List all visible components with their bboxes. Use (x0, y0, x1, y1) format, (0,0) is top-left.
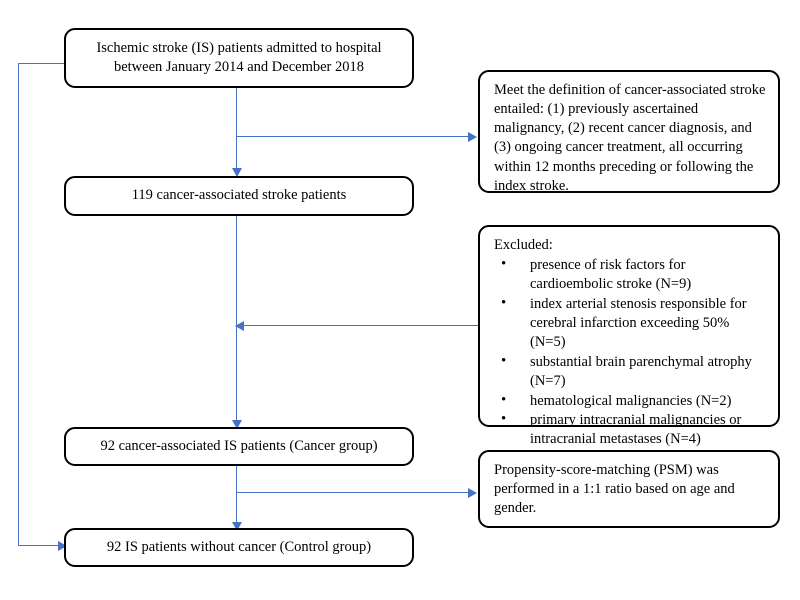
box-cohort-source[interactable]: Ischemic stroke (IS) patients admitted t… (64, 28, 414, 88)
excluded-list: presence of risk factors for cardioembol… (494, 255, 766, 449)
connector-loop-side (18, 63, 19, 545)
excluded-item: substantial brain parenchymal atrophy (N… (494, 352, 766, 391)
connector-to-psm (236, 492, 470, 493)
box-cancer-group-92-text: 92 cancer-associated IS patients (Cancer… (100, 437, 378, 454)
box-control-group-92-text: 92 IS patients without cancer (Control g… (106, 538, 372, 555)
arrowhead-cancer-group-to-control-group (231, 522, 242, 531)
arrowhead-to-psm (468, 487, 477, 498)
box-control-group-92[interactable]: 92 IS patients without cancer (Control g… (64, 528, 414, 567)
box-definition-text: Meet the definition of cancer-associated… (494, 82, 766, 194)
arrowhead-to-definition (468, 131, 477, 142)
connector-loop-top (18, 63, 64, 64)
excluded-heading: Excluded: (494, 237, 553, 253)
box-cancer-stroke-119-text: 119 cancer-associated stroke patients (131, 187, 347, 204)
excluded-item: presence of risk factors for cardioembol… (494, 255, 766, 294)
excluded-item: hematological malignancies (N=2) (494, 390, 766, 411)
arrowhead-source-to-119 (231, 168, 242, 177)
arrowhead-loop-to-control-group (58, 540, 67, 551)
connector-cancer-group-to-control-group (236, 466, 237, 524)
connector-excluded-to-spine (244, 325, 478, 326)
arrowhead-119-to-cancer-group (231, 420, 242, 429)
connector-to-definition (236, 136, 470, 137)
box-excluded[interactable]: Excluded: presence of risk factors for c… (478, 225, 780, 447)
arrowhead-excluded-to-spine (235, 320, 244, 331)
excluded-item: primary intracranial malignancies or int… (494, 410, 766, 449)
excluded-item: index arterial stenosis responsible for … (494, 294, 766, 352)
box-cancer-stroke-119[interactable]: 119 cancer-associated stroke patients (64, 176, 414, 216)
box-cancer-group-92[interactable]: 92 cancer-associated IS patients (Cancer… (64, 427, 414, 466)
box-psm-text: Propensity-score-matching (PSM) was perf… (494, 462, 735, 517)
connector-119-to-cancer-group (236, 216, 237, 422)
box-psm[interactable]: Propensity-score-matching (PSM) was perf… (478, 450, 780, 528)
box-cohort-source-text: Ischemic stroke (IS) patients admitted t… (96, 39, 382, 75)
connector-source-to-119 (236, 88, 237, 170)
connector-loop-bottom (18, 545, 64, 546)
box-definition[interactable]: Meet the definition of cancer-associated… (478, 70, 780, 194)
